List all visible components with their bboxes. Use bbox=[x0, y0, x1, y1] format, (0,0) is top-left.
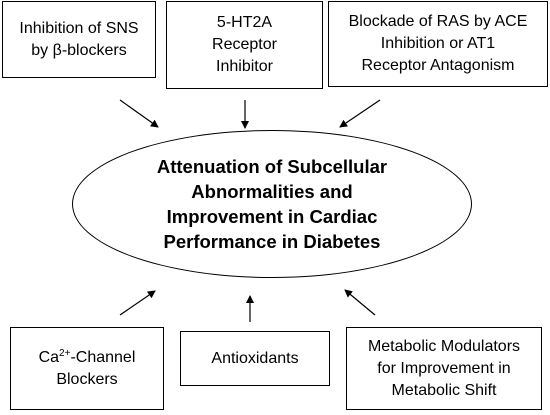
arrow-ca-to-center bbox=[119, 290, 156, 316]
box-5ht2a-line-3: Inhibitor bbox=[216, 58, 273, 75]
box-5ht2a-line-1: 5-HT2A bbox=[216, 14, 273, 31]
box-ca-superscript: 2+ bbox=[59, 347, 71, 359]
arrow-ras-to-center bbox=[339, 99, 381, 128]
box-ras-line-3: Receptor Antagonism bbox=[361, 57, 515, 74]
box-antioxidants-label: Antioxidants bbox=[211, 349, 299, 367]
box-ca-channel-blockers: Ca2+-Channel Blockers bbox=[10, 327, 164, 410]
box-antioxidants: Antioxidants bbox=[180, 331, 330, 386]
box-sns-inhibition: Inhibition of SNS by β-blockers bbox=[2, 1, 156, 78]
center-line-4: Performance in Diabetes bbox=[163, 231, 381, 252]
box-ca-line-1: Ca2+-Channel bbox=[39, 347, 136, 369]
center-line-3: Improvement in Cardiac bbox=[166, 206, 378, 227]
box-metabolic-modulators: Metabolic Modulators for Improvement in … bbox=[346, 327, 542, 410]
box-metabolic-line-1: Metabolic Modulators bbox=[367, 337, 521, 355]
box-ras-blockade: Blockade of RAS by ACE Inhibition or AT1… bbox=[328, 1, 548, 87]
box-metabolic-line-3: Metabolic Shift bbox=[391, 381, 497, 399]
center-outcome-text: Attenuation of Subcellular Abnormalities… bbox=[72, 130, 472, 278]
center-ellipse bbox=[72, 130, 472, 278]
arrow-sns-to-center bbox=[119, 99, 159, 128]
center-line-2: Abnormalities and bbox=[191, 181, 353, 202]
arrow-metabolic-to-center bbox=[344, 289, 376, 316]
box-sns-line-1: Inhibition of SNS bbox=[19, 19, 139, 37]
box-5ht2a-line-2: Receptor bbox=[212, 36, 277, 53]
center-line-1: Attenuation of Subcellular bbox=[156, 156, 388, 177]
box-ca-suffix: -Channel bbox=[70, 348, 136, 366]
box-ras-line-1: Blockade of RAS by ACE bbox=[348, 13, 528, 30]
box-5ht2a-inhibitor: 5-HT2A Receptor Inhibitor bbox=[166, 1, 323, 89]
box-metabolic-line-2: for Improvement in bbox=[377, 359, 511, 377]
box-sns-line-2: by β-blockers bbox=[31, 41, 127, 59]
box-ca-prefix: Ca bbox=[38, 348, 60, 366]
box-ca-line-2: Blockers bbox=[56, 370, 118, 388]
box-ras-line-2: Inhibition or AT1 bbox=[380, 35, 496, 52]
